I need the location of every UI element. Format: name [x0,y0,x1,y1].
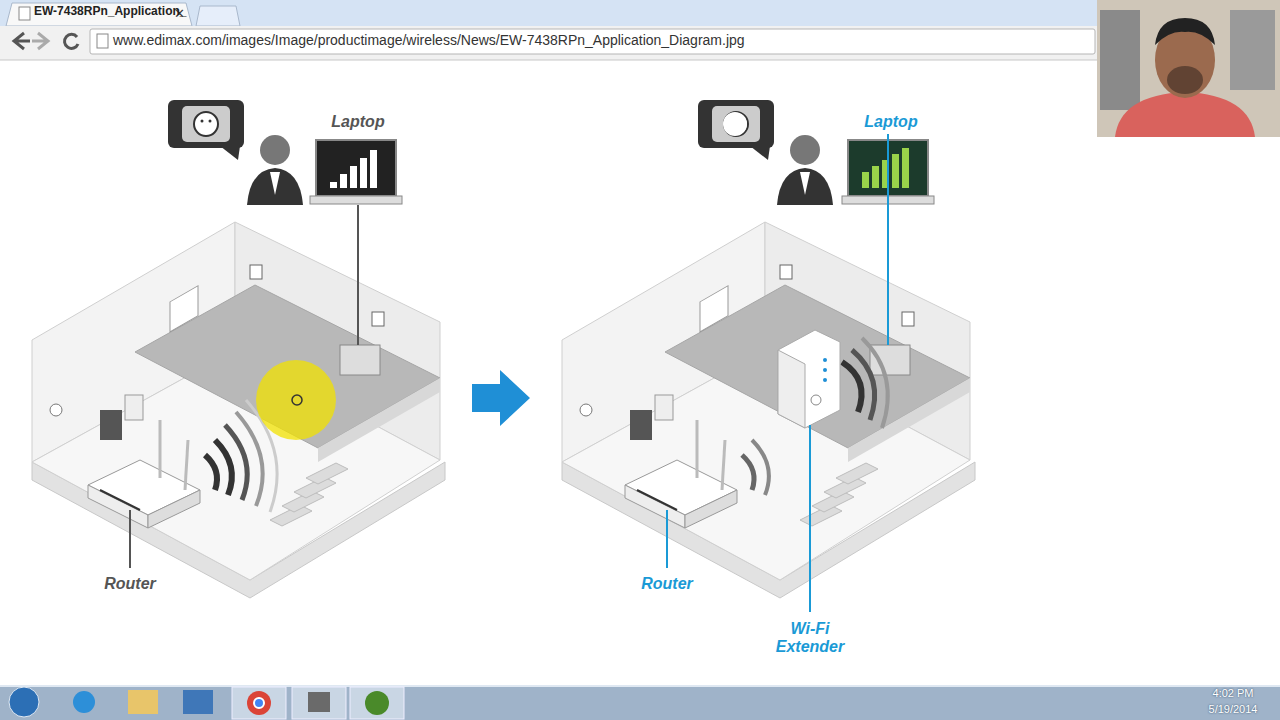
new-tab [196,6,240,26]
tab-title: EW-7438RPn_Application_ [34,5,186,19]
clock-time: 4:02 PM [1213,687,1254,700]
forward-button [32,33,48,49]
back-button [14,33,30,49]
part-label: Laptop [331,113,384,131]
part-label: Wi-Fi Extender [770,620,850,657]
browser-tab [6,3,192,26]
part-label: Router [104,575,156,593]
address-bar [90,29,1095,54]
clock-date: 5/19/2014 [1209,703,1258,716]
transition-arrow [472,370,530,426]
tab-strip [0,0,1280,26]
toolbar-border [0,60,1280,61]
webcam-overlay [1097,0,1280,137]
part-label: Laptop [864,113,917,131]
url-text: www.edimax.com/images/Image/productimage… [113,32,745,48]
page-icon [97,34,108,48]
toolbar [0,26,1280,60]
taskbar [0,685,1280,720]
part-label: Router [641,575,693,593]
tab-icon [19,7,30,20]
reload-button [65,34,78,48]
house-after [562,100,975,612]
house-before [32,100,445,598]
